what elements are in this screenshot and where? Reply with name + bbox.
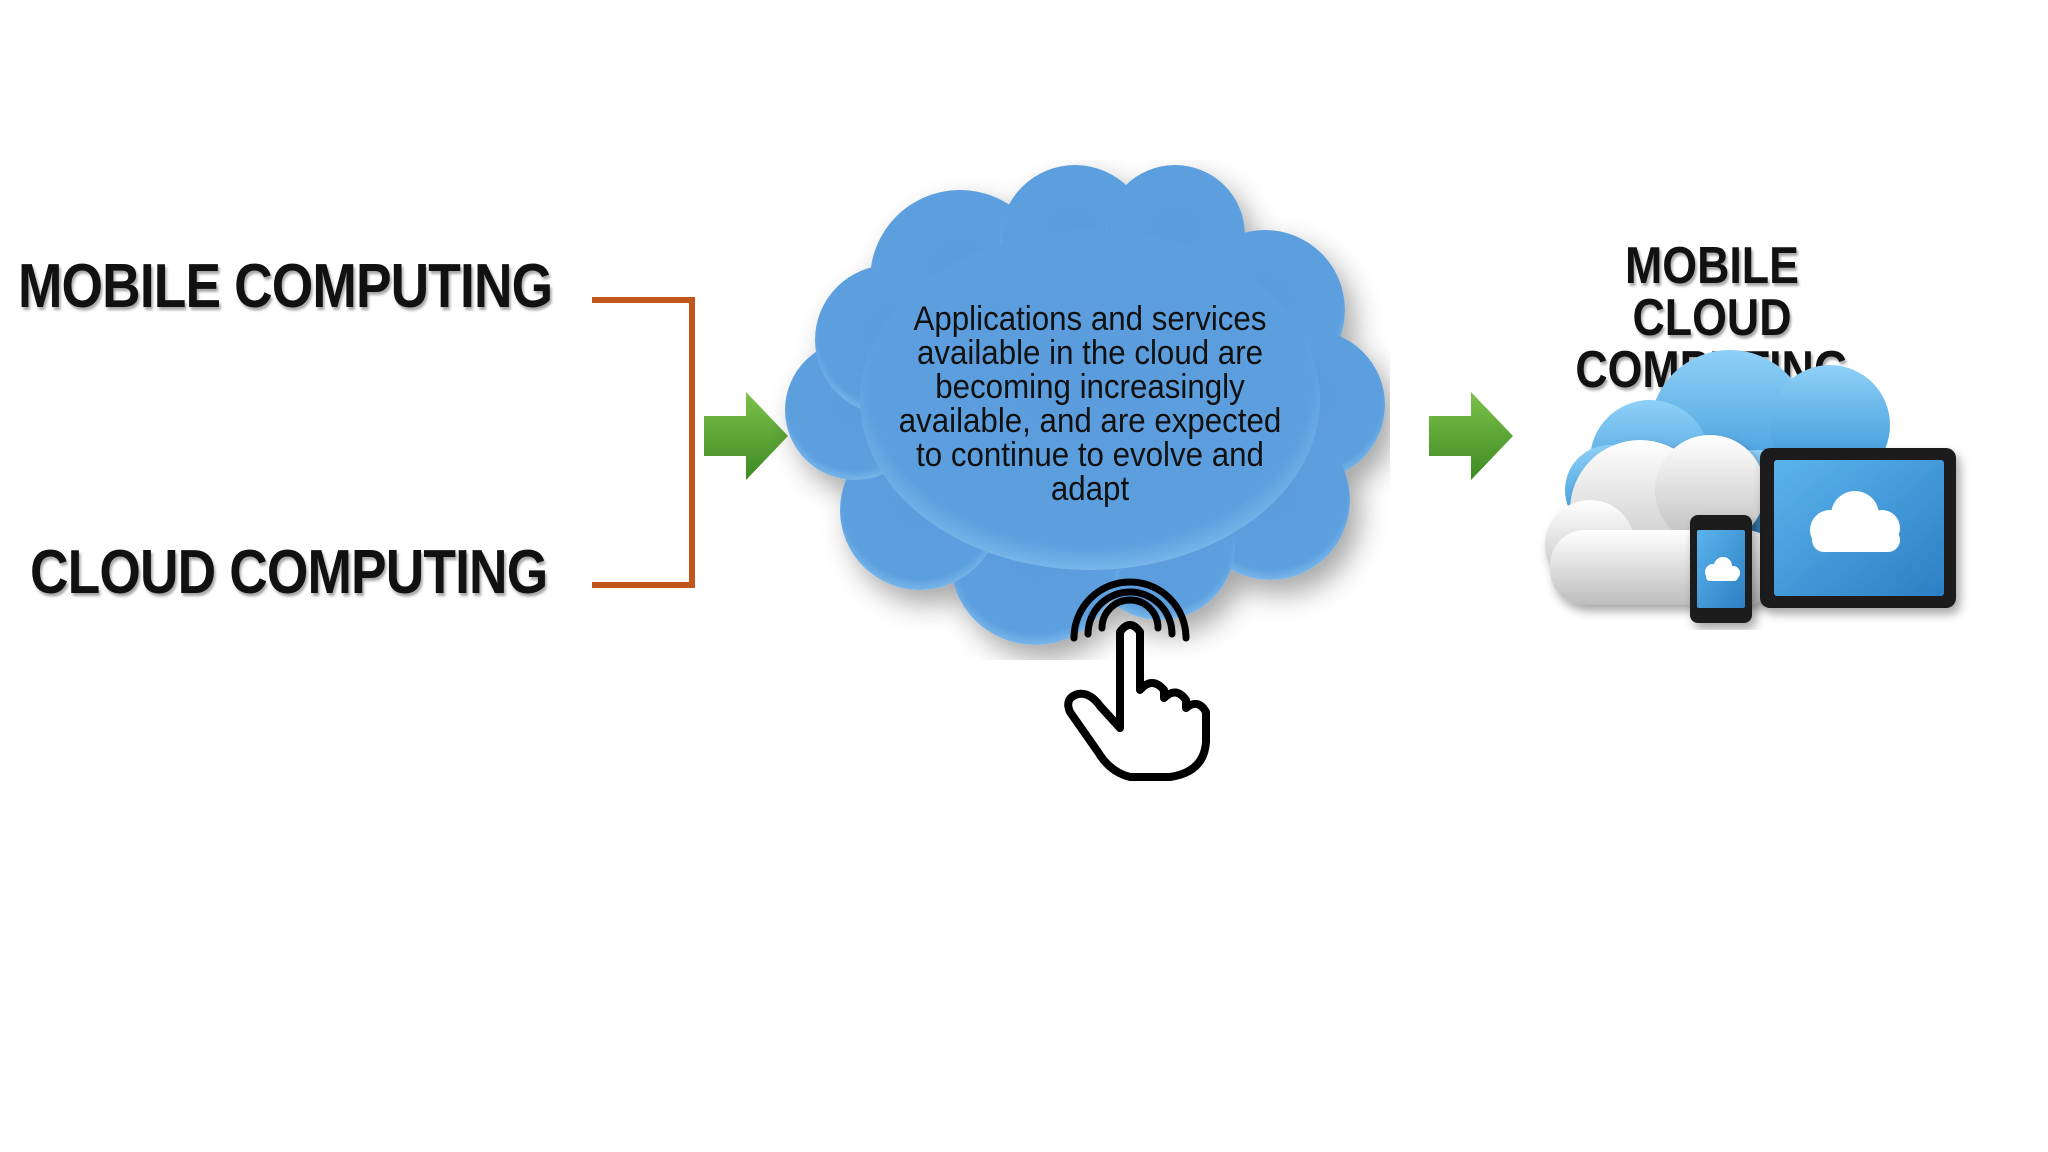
cloud-devices-icon [1545, 350, 1956, 623]
right-arrow-icon [704, 392, 788, 480]
cloud-icon [785, 165, 1385, 645]
cloud-computing-label: CLOUD COMPUTING [30, 538, 548, 607]
bracket-connector [592, 297, 695, 588]
mobile-computing-label: MOBILE COMPUTING [18, 252, 553, 321]
tap-hand-icon [1064, 578, 1210, 781]
cloud-description: Applications and services available in t… [898, 300, 1282, 508]
result-line-1: MOBILE CLOUD [1625, 237, 1799, 347]
right-arrow-icon [1429, 392, 1513, 480]
